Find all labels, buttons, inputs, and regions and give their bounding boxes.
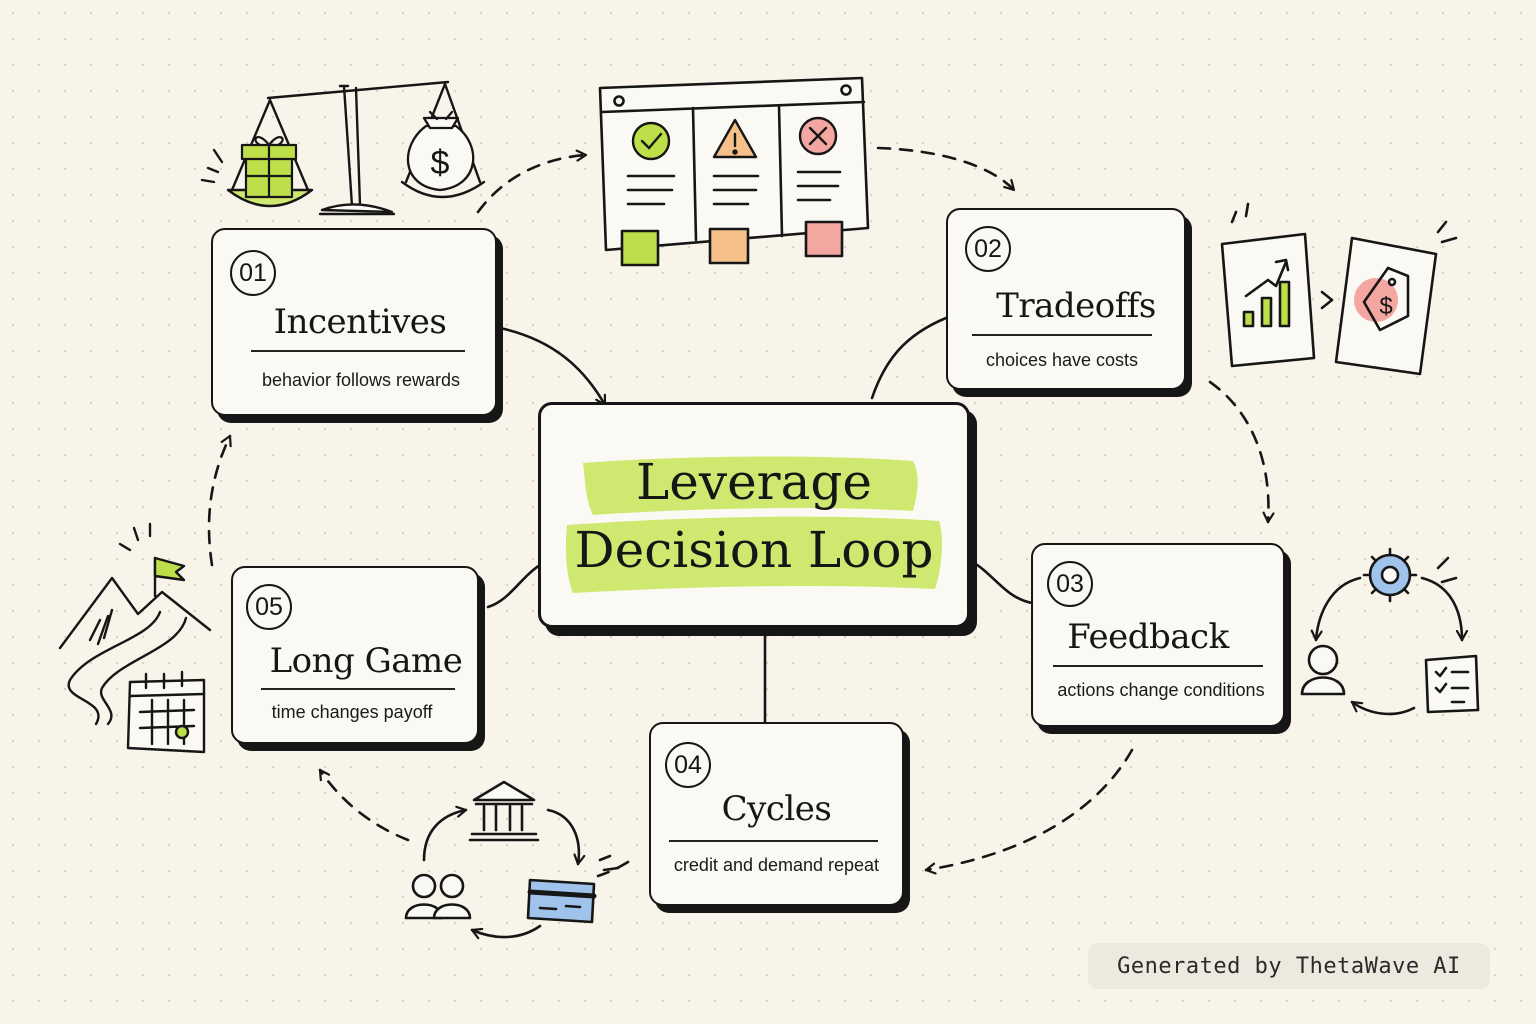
node-title: Feedback bbox=[1067, 617, 1229, 657]
node-card-incentives: 01 Incentives behavior follows rewards bbox=[211, 228, 497, 416]
node-title: Incentives bbox=[273, 302, 447, 342]
node-number: 02 bbox=[965, 226, 1011, 272]
node-subtitle: actions change conditions bbox=[1057, 680, 1265, 700]
node-number: 03 bbox=[1047, 561, 1093, 607]
node-title: Long Game bbox=[269, 641, 463, 681]
highlight-swash bbox=[565, 456, 942, 593]
node-subtitle: time changes payoff bbox=[271, 702, 433, 722]
check-icon bbox=[631, 121, 671, 161]
node-card-long-game: 05 Long Game time changes payoff bbox=[231, 566, 479, 744]
credit-card-icon bbox=[526, 854, 620, 924]
gift-icon bbox=[240, 136, 298, 199]
price-tag-icon: $ bbox=[1334, 220, 1458, 376]
hub-title-line1: Leverage bbox=[636, 453, 872, 511]
flag-icon bbox=[118, 522, 186, 598]
calendar-icon bbox=[126, 670, 206, 754]
person-icon bbox=[1300, 644, 1346, 696]
hub-title-line2: Decision Loop bbox=[574, 521, 934, 579]
node-divider bbox=[972, 334, 1152, 336]
warning-icon bbox=[712, 118, 758, 159]
svg-text:$: $ bbox=[1379, 293, 1392, 320]
gear-icon bbox=[1362, 547, 1418, 603]
users-icon bbox=[404, 873, 472, 920]
node-number: 01 bbox=[230, 250, 276, 296]
svg-text:$: $ bbox=[431, 144, 450, 182]
node-divider bbox=[669, 840, 878, 842]
node-subtitle: choices have costs bbox=[985, 350, 1139, 370]
loop-arrow-feedback-cycles bbox=[924, 748, 1134, 870]
footer-credit: Generated by ThetaWave AI bbox=[1088, 943, 1490, 989]
loop-arrow-board-tradeoffs bbox=[876, 146, 1016, 192]
connector-tradeoffs-hub bbox=[870, 316, 948, 400]
growth-chart-icon bbox=[1220, 202, 1316, 368]
connector-incentives-hub bbox=[498, 326, 607, 407]
loop-arrow-longgame-incentives bbox=[207, 434, 230, 567]
loop-arrow-cycles-icons bbox=[596, 860, 630, 878]
checklist-icon bbox=[1424, 654, 1480, 714]
node-number: 04 bbox=[665, 742, 711, 788]
connector-longgame-hub bbox=[486, 563, 542, 609]
node-divider bbox=[261, 688, 455, 690]
node-title: Tradeoffs bbox=[996, 286, 1156, 326]
node-subtitle: credit and demand repeat bbox=[673, 855, 880, 875]
node-divider bbox=[1053, 665, 1263, 667]
mountain-icon bbox=[58, 576, 212, 726]
node-number: 05 bbox=[246, 584, 292, 630]
loop-arrow-icons-longgame bbox=[318, 768, 410, 842]
money-bag-icon: $ bbox=[406, 110, 475, 192]
node-divider bbox=[251, 350, 465, 352]
node-card-feedback: 03 Feedback actions change conditions bbox=[1031, 543, 1285, 727]
connector-feedback-hub bbox=[970, 560, 1034, 605]
node-card-cycles: 04 Cycles credit and demand repeat bbox=[649, 722, 904, 906]
node-title: Cycles bbox=[721, 789, 832, 829]
loop-arrow-incentives-board bbox=[476, 155, 588, 214]
loop-arrow-tradeoffs-feedback bbox=[1208, 380, 1268, 524]
bank-icon bbox=[468, 780, 540, 842]
node-subtitle: behavior follows rewards bbox=[261, 370, 461, 390]
node-card-tradeoffs: 02 Tradeoffs choices have costs bbox=[946, 208, 1186, 390]
x-icon bbox=[798, 116, 838, 156]
hub-card: Leverage Decision Loop bbox=[538, 402, 970, 628]
